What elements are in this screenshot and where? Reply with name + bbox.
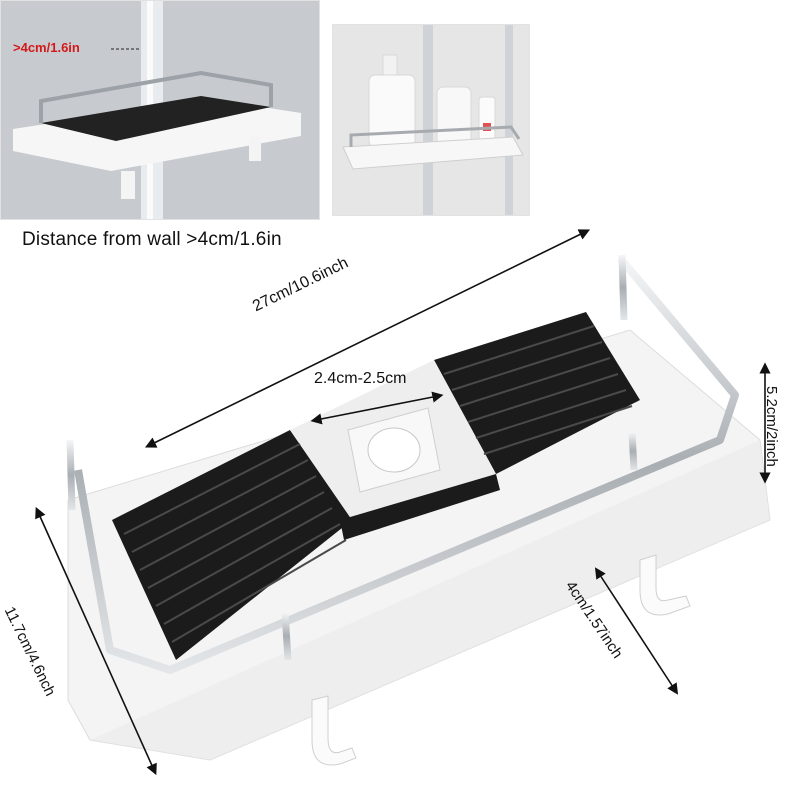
- hook-bottom: [311, 695, 357, 766]
- length-dimension-line: [144, 229, 591, 448]
- width-dimension-line: [35, 506, 157, 776]
- pole-hole-dimension-line: [310, 391, 444, 425]
- drain-tray-left: [112, 430, 352, 660]
- rail-posts: [66, 254, 638, 661]
- installed-shelf-illustration: [1, 1, 319, 219]
- pole-hole-label: 2.4cm-2.5cm: [314, 370, 407, 387]
- photo-shelf-with-toiletries: [332, 24, 530, 216]
- wall-distance-label: >4cm/1.6in: [13, 40, 80, 55]
- hook-depth-dimension-line: [594, 567, 679, 695]
- toiletries-illustration: [333, 25, 529, 215]
- photo-installed-shelf: >4cm/1.6in: [0, 0, 320, 220]
- height-label: 5.2cm/2inch: [763, 386, 780, 467]
